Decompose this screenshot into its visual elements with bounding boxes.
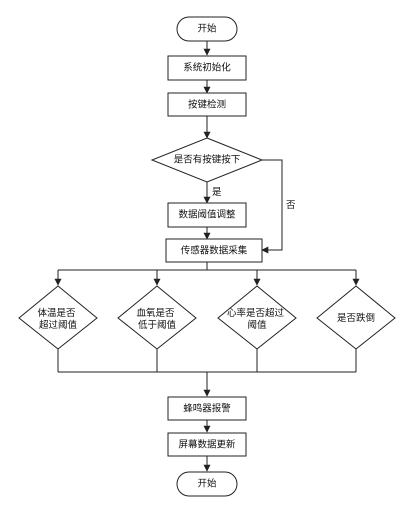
fall-decision: 是否跌倒 <box>316 285 396 350</box>
init-process: 系统初始化 <box>167 55 247 81</box>
key-check-process-label: 按键检测 <box>188 99 226 111</box>
key-pressed-decision: 是否有按键按下 <box>150 137 264 183</box>
heart-decision-line1: 心率是否超过 <box>227 307 285 319</box>
screen-update-process-label: 屏幕数据更新 <box>178 439 236 451</box>
key-pressed-decision-label: 是否有按键按下 <box>174 154 241 166</box>
end-terminal: 开始 <box>176 471 238 497</box>
threshold-adjust-process: 数据阈值调整 <box>167 202 247 228</box>
heart-decision-line2: 阈值 <box>247 319 267 331</box>
start-terminal-label: 开始 <box>197 23 217 35</box>
buzzer-process-label: 蜂鸣器报警 <box>183 403 231 415</box>
yes-label: 是 <box>212 187 222 198</box>
oxygen-decision-line1: 血氧是否 <box>136 307 175 319</box>
temp-decision: 体温是否 超过阈值 <box>18 285 98 350</box>
start-terminal: 开始 <box>176 16 238 42</box>
sensor-collect-process-label: 传感器数据采集 <box>181 245 248 257</box>
oxygen-decision: 血氧是否 低于阈值 <box>117 285 197 350</box>
oxygen-decision-line2: 低于阈值 <box>138 319 177 331</box>
heart-decision: 心率是否超过 阈值 <box>217 285 297 350</box>
connectors <box>54 41 360 472</box>
buzzer-process: 蜂鸣器报警 <box>167 396 247 421</box>
oxygen-decision-label: 血氧是否 低于阈值 <box>136 307 177 331</box>
temp-decision-label: 体温是否 超过阈值 <box>37 307 78 331</box>
threshold-adjust-process-label: 数据阈值调整 <box>178 209 236 221</box>
temp-decision-line1: 体温是否 <box>37 307 76 319</box>
screen-update-process: 屏幕数据更新 <box>167 432 247 457</box>
fall-decision-label: 是否跌倒 <box>337 312 375 324</box>
temp-decision-line2: 超过阈值 <box>39 319 78 331</box>
sensor-collect-process: 传感器数据采集 <box>165 238 263 263</box>
edge-no <box>261 159 283 254</box>
no-label: 否 <box>286 200 296 211</box>
end-terminal-label: 开始 <box>197 478 217 490</box>
heart-decision-label: 心率是否超过 阈值 <box>227 307 287 331</box>
init-process-label: 系统初始化 <box>183 62 231 74</box>
key-check-process: 按键检测 <box>167 92 247 117</box>
